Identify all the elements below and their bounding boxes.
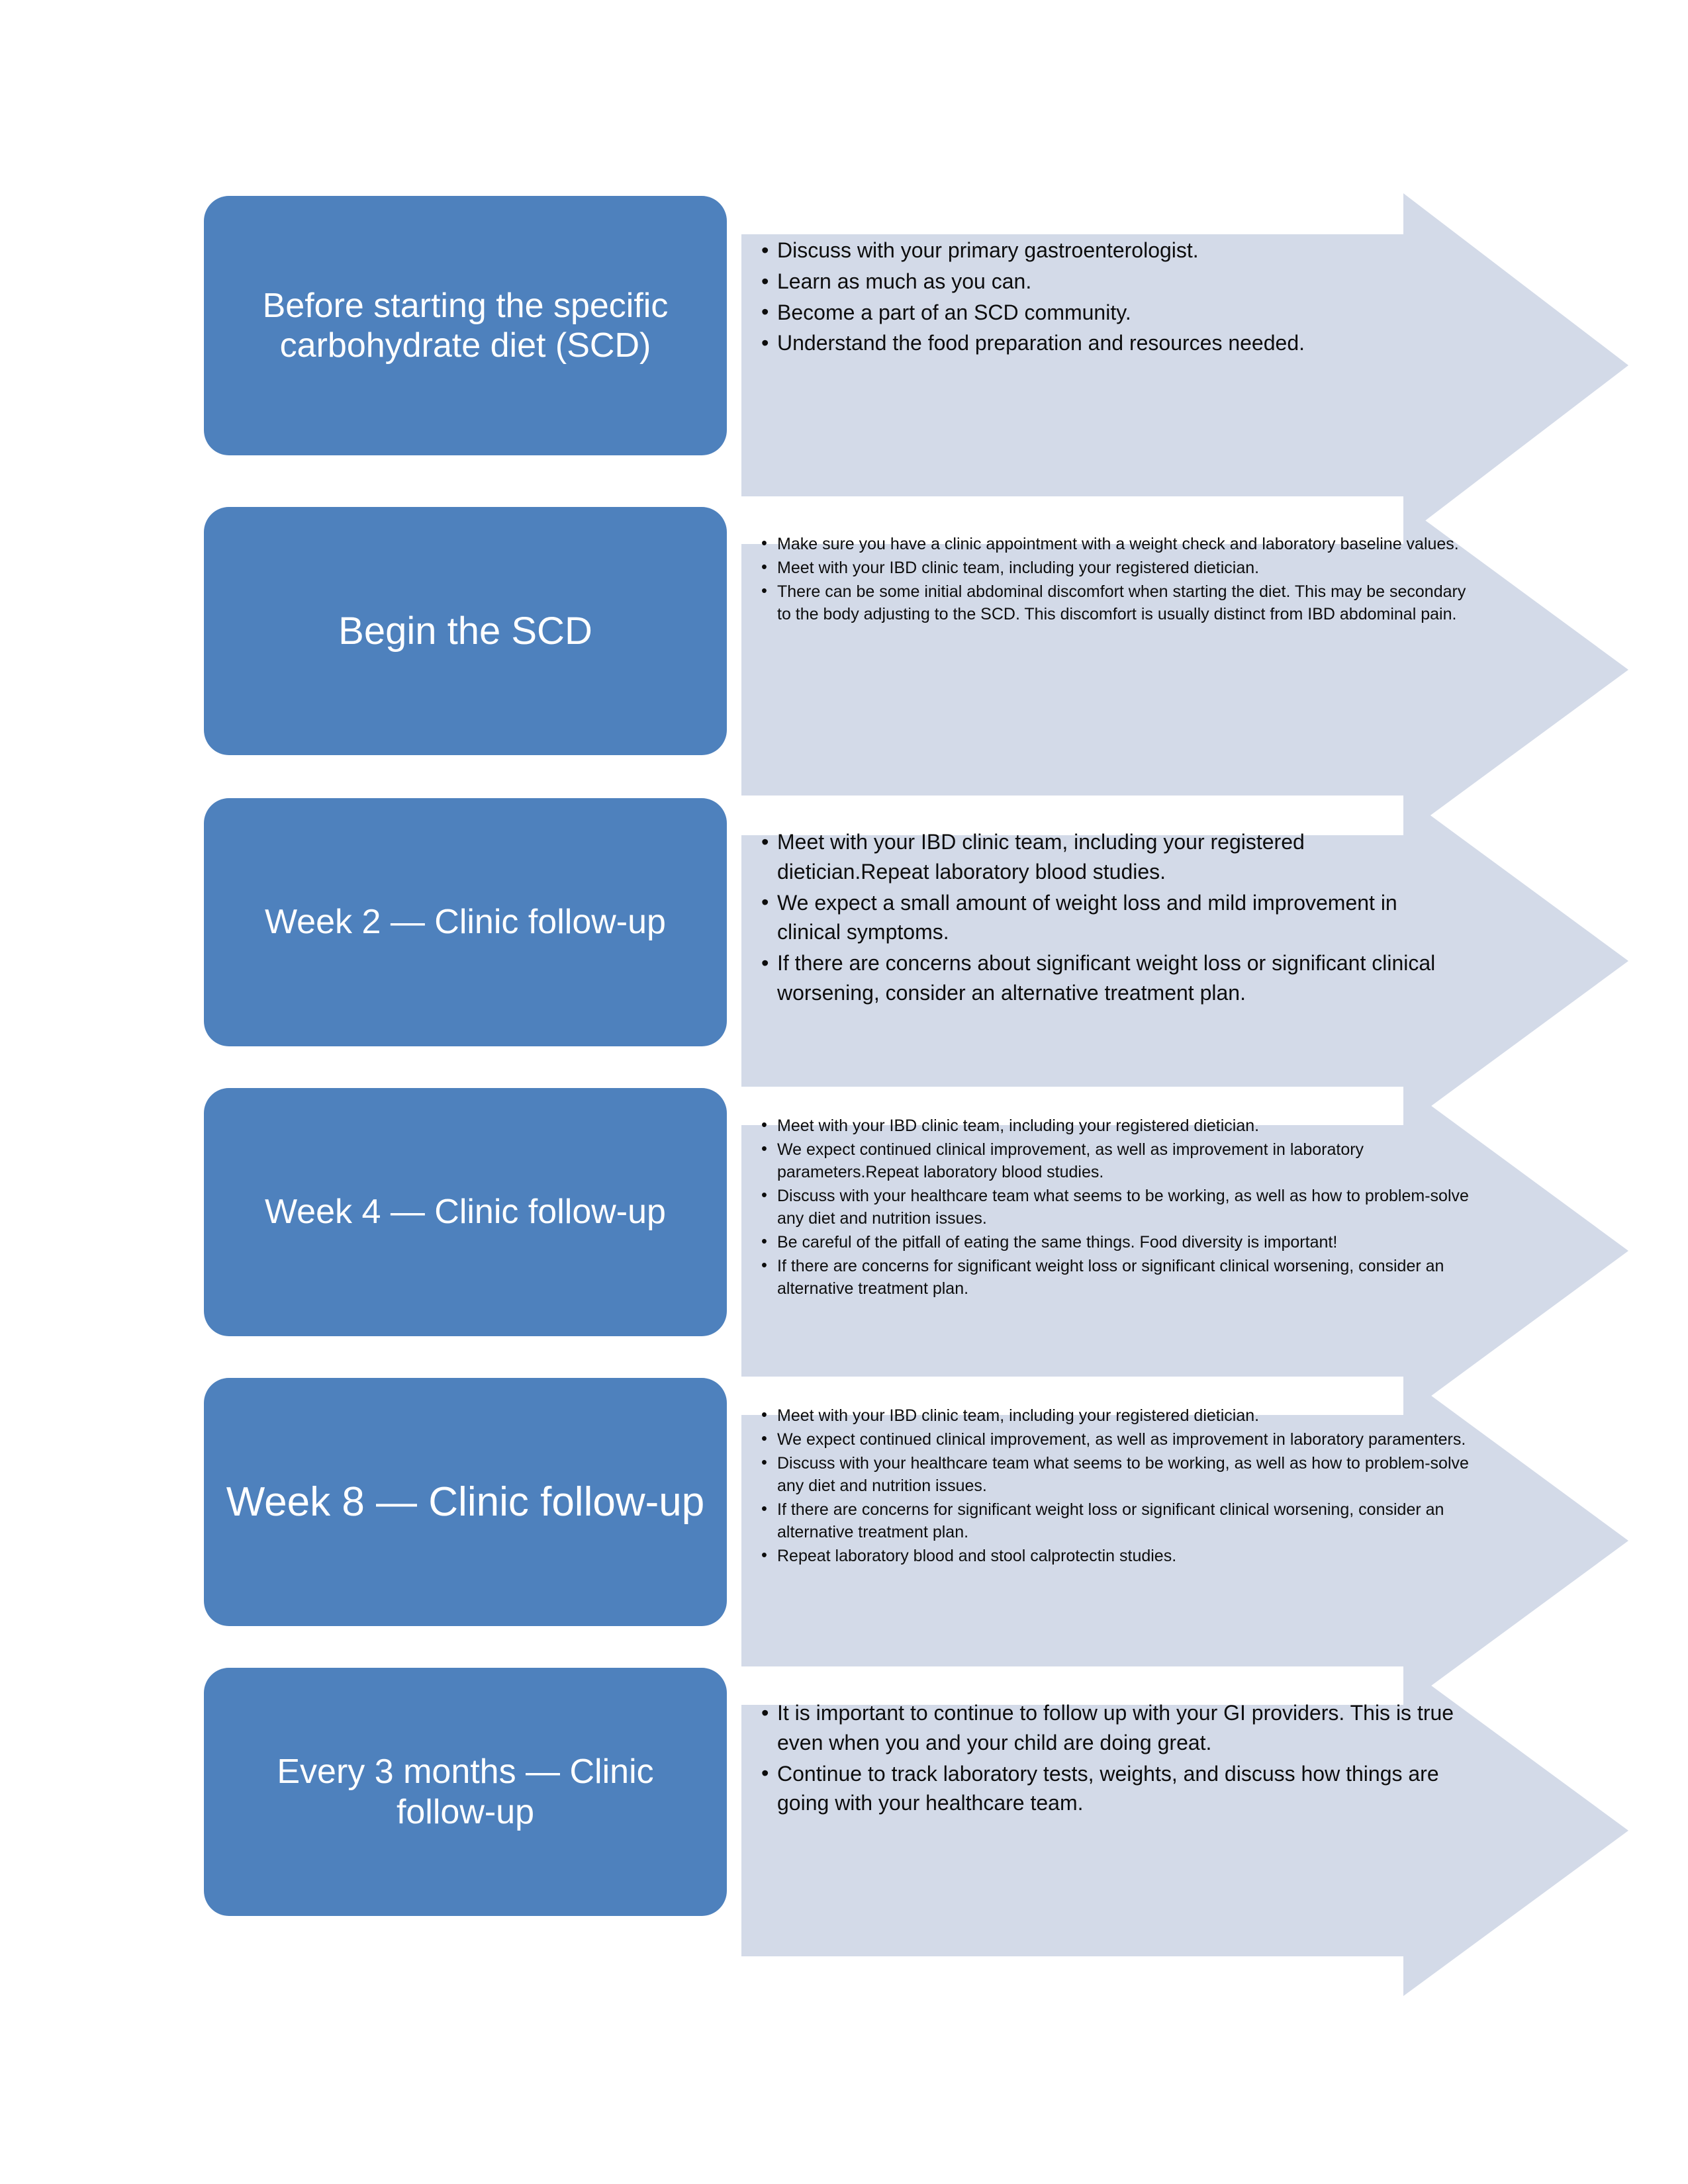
bullet-item: Repeat laboratory blood and stool calpro… [760,1544,1481,1567]
stage-label-3: Week 2 — Clinic follow-up [265,903,666,942]
bullet-list-6: It is important to continue to follow up… [760,1698,1462,1818]
stage-label-4: Week 4 — Clinic follow-up [265,1193,666,1232]
stage-label-chip-4[interactable]: Week 4 — Clinic follow-up [204,1088,727,1336]
bullet-item: If there are concerns about significant … [760,948,1462,1008]
bullet-item: Discuss with your healthcare team what s… [760,1451,1481,1497]
bullet-item: If there are concerns for significant we… [760,1498,1481,1543]
stage-label-chip-5[interactable]: Week 8 — Clinic follow-up [204,1378,727,1626]
bullet-item: Meet with your IBD clinic team, includin… [760,827,1462,887]
stage-label-6: Every 3 months — Clinic follow-up [277,1752,654,1831]
bullet-item: Meet with your IBD clinic team, includin… [760,1404,1481,1427]
bullet-item: We expect a small amount of weight loss … [760,887,1462,948]
bullet-item: Become a part of an SCD community. [760,296,1462,328]
bullet-item: Discuss with your primary gastroenterolo… [760,235,1462,265]
bullet-item: Discuss with your healthcare team what s… [760,1184,1481,1230]
stage-bullets-6: It is important to continue to follow up… [760,1698,1462,1819]
stage-label-1: Before starting the specific carbohydrat… [262,286,669,365]
bullet-item: If there are concerns for significant we… [760,1254,1481,1300]
bullet-list-1: Discuss with your primary gastroenterolo… [760,235,1462,358]
stage-label-5: Week 8 — Clinic follow-up [226,1479,705,1525]
bullet-item: We expect continued clinical improvement… [760,1428,1481,1451]
bullet-item: Be careful of the pitfall of eating the … [760,1230,1481,1253]
stage-bullets-4: Meet with your IBD clinic team, includin… [760,1114,1481,1301]
bullet-list-4: Meet with your IBD clinic team, includin… [760,1114,1481,1300]
stage-bullets-3: Meet with your IBD clinic team, includin… [760,827,1462,1009]
stage-label-chip-1[interactable]: Before starting the specific carbohydrat… [204,196,727,455]
stage-label-chip-2[interactable]: Begin the SCD [204,507,727,755]
bullet-item: Meet with your IBD clinic team, includin… [760,556,1481,579]
bullet-item: Continue to track laboratory tests, weig… [760,1758,1462,1819]
bullet-list-5: Meet with your IBD clinic team, includin… [760,1404,1481,1567]
stage-label-2: Begin the SCD [338,609,592,653]
stage-bullets-1: Discuss with your primary gastroenterolo… [760,235,1462,359]
stage-bullets-2: Make sure you have a clinic appointment … [760,532,1481,627]
bullet-item: We expect continued clinical improvement… [760,1138,1481,1183]
bullet-item: Meet with your IBD clinic team, includin… [760,1114,1481,1137]
bullet-item: There can be some initial abdominal disc… [760,580,1481,625]
stage-label-chip-6[interactable]: Every 3 months — Clinic follow-up [204,1668,727,1916]
bullet-item: Learn as much as you can. [760,265,1462,296]
bullet-list-3: Meet with your IBD clinic team, includin… [760,827,1462,1008]
stage-label-chip-3[interactable]: Week 2 — Clinic follow-up [204,798,727,1046]
bullet-item: Make sure you have a clinic appointment … [760,532,1481,555]
bullet-item: Understand the food preparation and reso… [760,328,1462,358]
bullet-list-2: Make sure you have a clinic appointment … [760,532,1481,625]
bullet-item: It is important to continue to follow up… [760,1698,1462,1758]
stage-bullets-5: Meet with your IBD clinic team, includin… [760,1404,1481,1569]
